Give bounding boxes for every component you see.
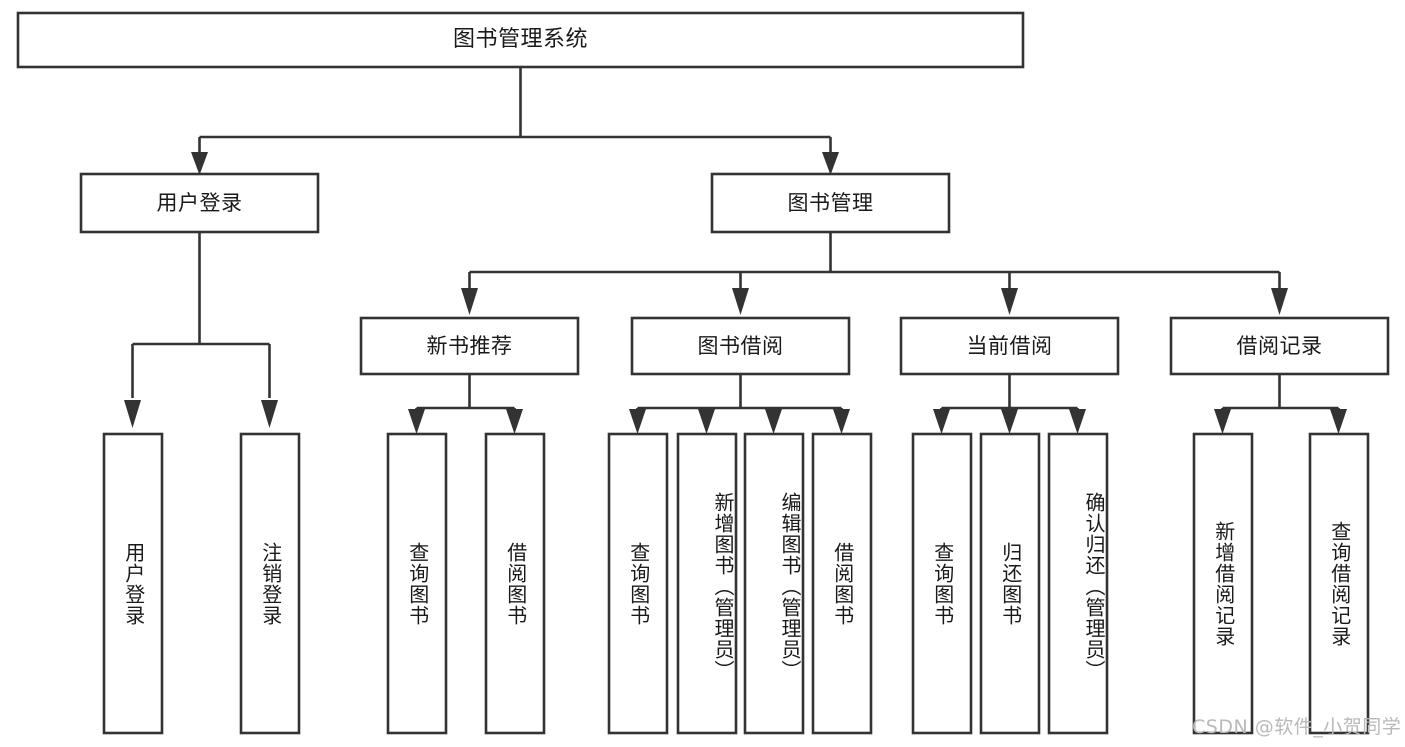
node-box-leaf-query-book-1[interactable] xyxy=(386,432,448,735)
edge-borrowrecord-to-leaves xyxy=(1214,374,1347,434)
node-box-book-manage[interactable] xyxy=(710,172,951,234)
node-box-new-book-rec[interactable] xyxy=(359,316,580,376)
node-box-user-login[interactable] xyxy=(79,172,320,234)
edge-bookborrow-to-leaves xyxy=(629,374,850,434)
node-box-leaf-edit-book[interactable] xyxy=(743,432,805,735)
edge-root-to-level2 xyxy=(191,67,839,175)
node-box-leaf-query-record[interactable] xyxy=(1308,432,1370,735)
node-box-leaf-confirm-return[interactable] xyxy=(1047,432,1109,735)
node-box-leaf-borrow-book-1[interactable] xyxy=(484,432,546,735)
edge-userlogin-to-leaves xyxy=(124,232,278,428)
edge-bookmanage-to-level3 xyxy=(461,232,1288,315)
node-box-leaf-logout[interactable] xyxy=(239,432,301,735)
node-box-leaf-query-book-3[interactable] xyxy=(911,432,973,735)
node-box-borrow-record[interactable] xyxy=(1169,316,1390,376)
node-box-leaf-borrow-book-2[interactable] xyxy=(811,432,873,735)
node-box-book-borrow[interactable] xyxy=(630,316,851,376)
node-box-current-borrow[interactable] xyxy=(899,316,1120,376)
node-box-leaf-query-book-2[interactable] xyxy=(607,432,669,735)
node-box-root[interactable] xyxy=(16,11,1025,69)
edge-currentborrow-to-leaves xyxy=(933,374,1086,434)
node-box-leaf-user-login[interactable] xyxy=(102,432,164,735)
node-box-leaf-add-book[interactable] xyxy=(676,432,738,735)
node-box-leaf-return-book[interactable] xyxy=(979,432,1041,735)
edge-newbookrec-to-leaves xyxy=(408,374,523,434)
node-box-leaf-add-record[interactable] xyxy=(1192,432,1254,735)
